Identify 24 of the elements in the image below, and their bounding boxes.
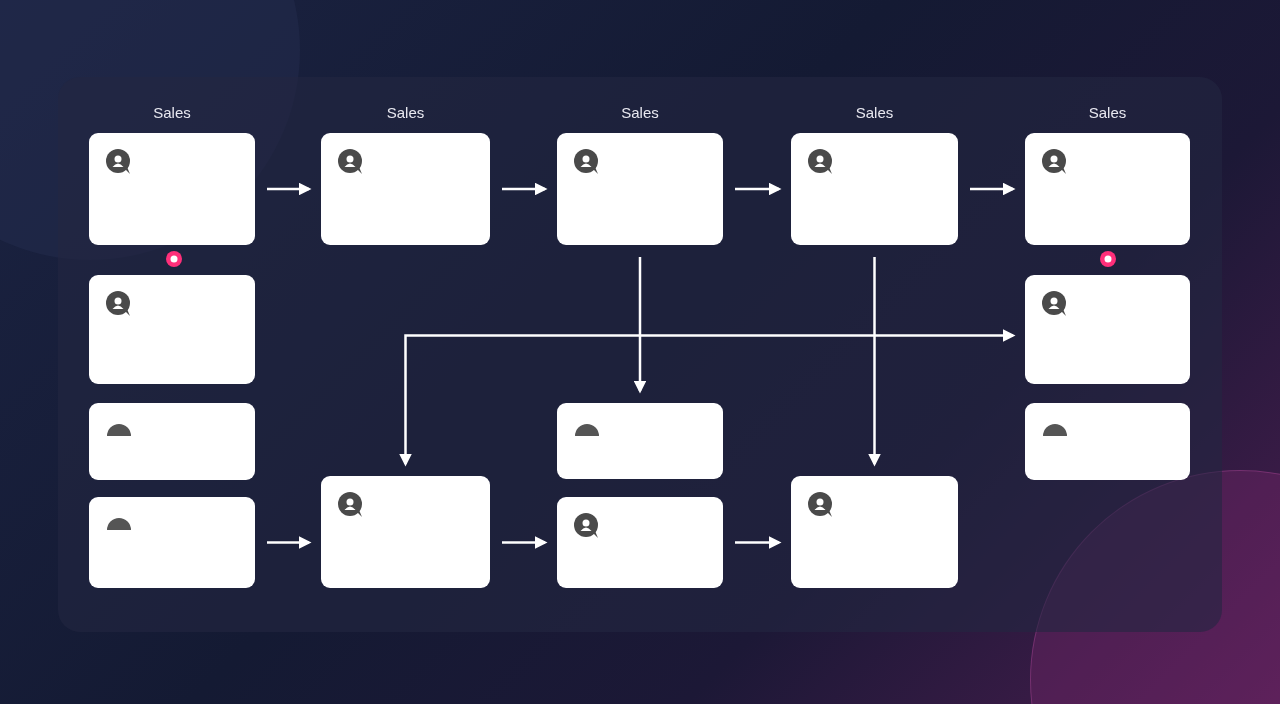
arrow [735, 182, 782, 196]
arrow [267, 182, 312, 196]
arrow [868, 257, 881, 467]
column-heading: Sales [386, 103, 425, 123]
column-heading: Sales [1088, 103, 1127, 123]
arrow [502, 182, 548, 196]
arrow [735, 536, 782, 549]
arrow [970, 182, 1016, 196]
process-card [1025, 403, 1190, 480]
process-card [89, 497, 255, 588]
column-heading: Sales [621, 103, 659, 123]
column-heading: Sales [153, 103, 191, 123]
process-card [791, 476, 958, 588]
process-card [89, 275, 255, 384]
process-card [1025, 275, 1190, 384]
arrow [267, 536, 312, 549]
process-card [557, 497, 723, 588]
arrow [399, 329, 1016, 467]
process-card [557, 403, 723, 479]
process-card [89, 403, 255, 480]
arrow [633, 257, 647, 394]
column-heading: Sales [855, 103, 894, 123]
process-card [321, 476, 490, 588]
arrow [502, 536, 548, 549]
